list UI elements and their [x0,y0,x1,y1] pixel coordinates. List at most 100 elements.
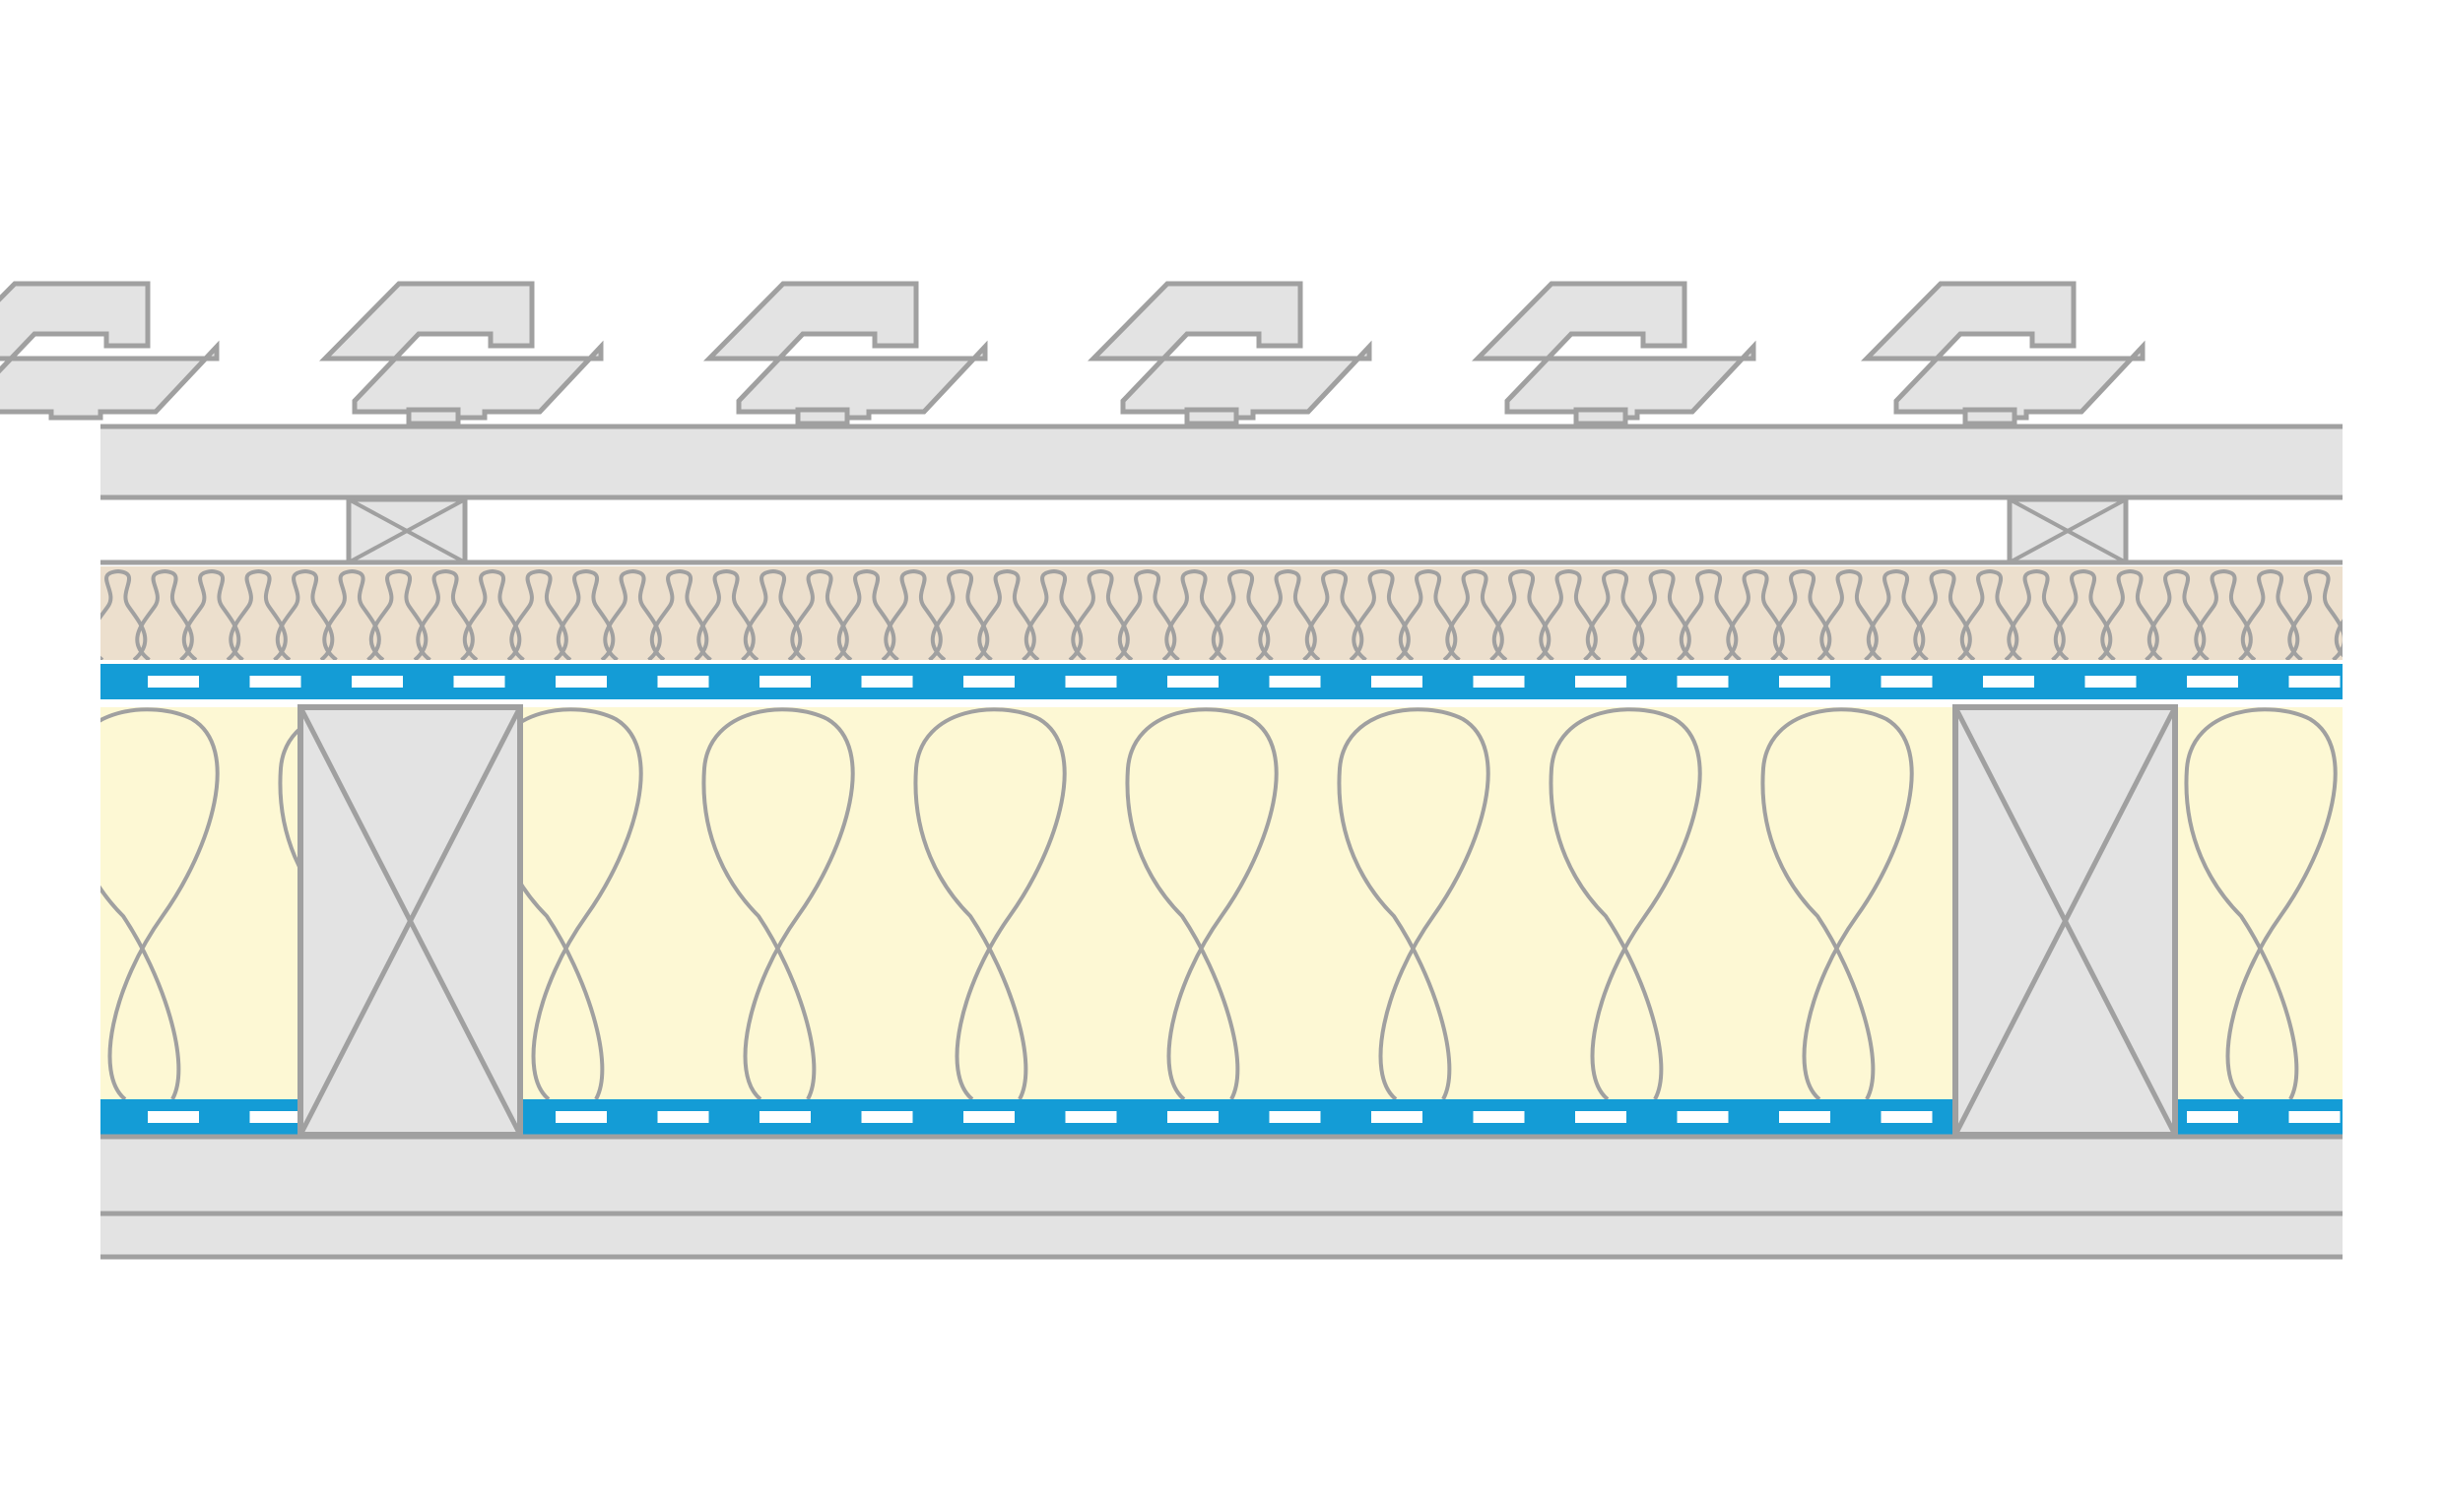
tile-lug [1184,407,1239,427]
upper-membrane-dashes [148,676,2341,688]
wood-fibre-loop [2240,568,2300,660]
wood-fibre-loop [100,568,148,660]
membrane-dash [2084,676,2137,688]
wood-fibre-loop [836,568,896,660]
inner-lining-board [100,1137,2343,1257]
tile-batten-board [100,427,2343,497]
wood-fibre-loop [1258,568,1317,660]
wood-fibre-loop [1679,568,1739,660]
membrane-dash [1677,676,1729,688]
rafters-layer [297,704,2178,1138]
membrane-dash [249,676,301,688]
wood-fibre-loop [1071,568,1130,660]
wood-fibre-loop [416,568,475,660]
insulation-loop [913,707,1067,1099]
wood-fibre-loop [2287,568,2343,660]
membrane-dash [1575,1111,1626,1123]
roof-tile [1088,281,1372,421]
inner-lining-layer [100,1134,2343,1260]
membrane-dash [657,676,709,688]
membrane-dash [1881,676,1933,688]
tile-lug [406,407,461,427]
membrane-dash [352,676,403,688]
membrane-dash [453,676,505,688]
wood-fibre-loop [135,568,194,660]
membrane-dash [556,1111,607,1123]
wood-fibre-loop [790,568,849,660]
wood-fibre-loop [275,568,335,660]
membrane-dash [2288,676,2341,688]
membrane-dash [1065,1111,1117,1123]
wood-fibre-loop [1959,568,2019,660]
wood-fibre-loop [556,568,616,660]
wood-fibre-loop [2053,568,2113,660]
wood-fibre-insulation-pattern [100,568,2343,660]
roof-tile [1861,281,2146,421]
insulation-loop [2184,707,2338,1099]
wood-fibre-loop [603,568,662,660]
membrane-dash [861,676,913,688]
insulation-loop [490,707,643,1099]
wood-fibre-loop [1539,568,1598,660]
membrane-dash [1269,1111,1321,1123]
membrane-dash [2187,676,2238,688]
wood-fibre-loop [1632,568,1691,660]
wood-fibre-loop [181,568,241,660]
membrane-dash [1473,676,1525,688]
wood-fibre-loop [1352,568,1411,660]
insulation-loop [1125,707,1279,1099]
wood-fibre-loop [1585,568,1645,660]
roof-tile [1472,281,1756,421]
wood-fibre-loop [1445,568,1504,660]
wood-fibre-loop [229,568,288,660]
wood-fibre-loop [2007,568,2066,660]
membrane-dash [1473,1111,1525,1123]
wood-fibre-loop [1117,568,1177,660]
membrane-dash [1881,1111,1933,1123]
wood-fibre-loop [1164,568,1223,660]
wood-fibre-loop [977,568,1036,660]
wood-fibre-loop [743,568,803,660]
upper-membrane-layer [100,664,2343,699]
wood-fibre-loop [1772,568,1832,660]
membrane-dash [1575,676,1626,688]
membrane-dash [657,1111,709,1123]
membrane-dash [148,1111,199,1123]
membrane-dash [556,676,607,688]
rafter-cross [1952,705,2178,1137]
roof-tile [319,281,604,421]
wood-fibre-loop [1866,568,1926,660]
membrane-dash [963,1111,1015,1123]
wood-fibre-loop [2146,568,2207,660]
membrane-dash [1269,676,1321,688]
wood-fibre-loop [649,568,709,660]
roof-tile [0,281,220,421]
membrane-dash [1779,1111,1830,1123]
membrane-dash [1167,676,1219,688]
membrane-dash [2288,1111,2341,1123]
membrane-dash [148,676,199,688]
wood-fibre-loop [1491,568,1552,660]
wood-fibre-loop [2194,568,2253,660]
insulation-loop [1337,707,1490,1099]
wood-fibre-loop [1023,568,1084,660]
membrane-dash [1371,1111,1422,1123]
membrane-dash [1371,676,1422,688]
membrane-dash [759,676,811,688]
insulation-loop [100,707,220,1099]
tile-lug [1573,407,1628,427]
wood-fibre-loop [1398,568,1458,660]
insulation-loop [1760,707,1914,1099]
membrane-dash [759,1111,811,1123]
membrane-dash [963,676,1015,688]
membrane-dash [1983,676,2034,688]
counter-batten-cross [2009,497,2127,564]
membrane-dash [1677,1111,1729,1123]
wood-fibre-loop [696,568,756,660]
counter-battens-layer [346,496,2129,565]
membrane-dash [861,1111,913,1123]
tile-lug [1962,407,2017,427]
rafter-cross [297,705,523,1137]
wood-fibre-loop [462,568,522,660]
